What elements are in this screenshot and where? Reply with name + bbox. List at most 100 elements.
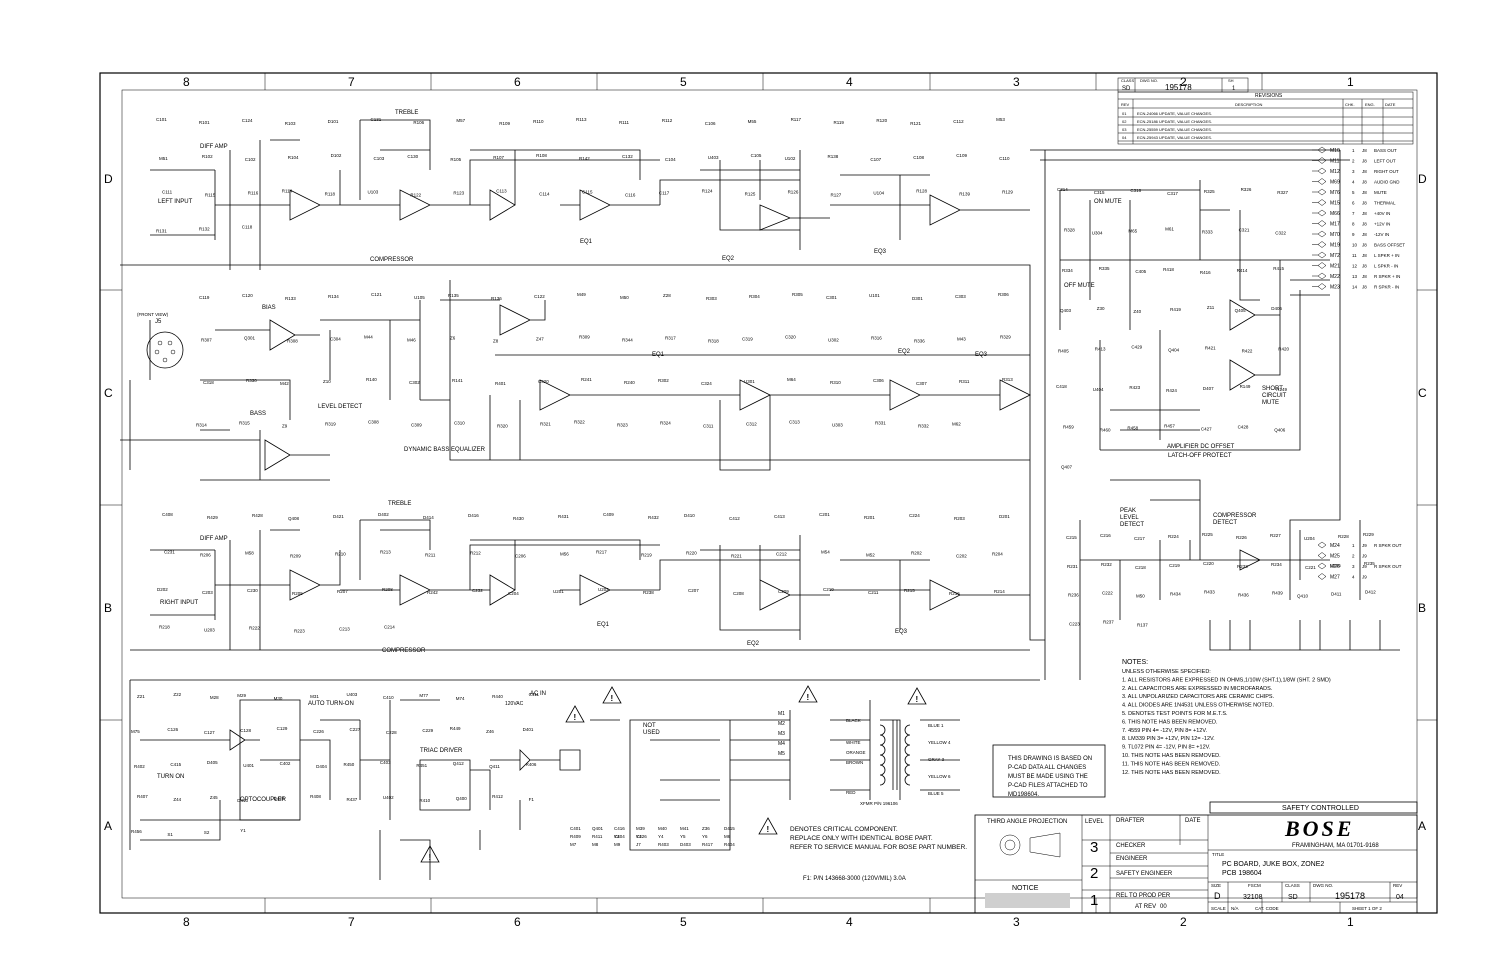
pcad-notice-line: MUST BE MADE USING THE [1008, 774, 1088, 780]
component-designator: R109 [499, 121, 510, 126]
component-designator: R307 [201, 338, 212, 343]
component-designator: R328 [1064, 227, 1075, 232]
component-designator: R115 [205, 193, 216, 198]
component-designator: C212 [776, 552, 787, 557]
component-designator: R106 [413, 120, 424, 125]
revision-column-header: DATE [1385, 102, 1396, 107]
component-designator: M50 [1136, 594, 1145, 599]
component-designator: C409 [603, 512, 614, 517]
component-designator: R123 [453, 191, 464, 196]
test-point-icon [1317, 178, 1327, 185]
component-designator: C308 [368, 420, 379, 425]
component-designator: Z11 [1207, 305, 1215, 310]
j8-pin-number: 9 [1352, 232, 1355, 237]
j8-ref: J8 [1362, 148, 1367, 153]
engineer-label: ENGINEER [1116, 856, 1148, 862]
component-designator: U101 [869, 293, 880, 298]
component-designator: R218 [159, 625, 170, 630]
component-designator: R214 [994, 589, 1005, 594]
test-point-icon [1317, 188, 1327, 196]
scale-label: SCALE [1211, 906, 1226, 911]
component-designator: R231 [1067, 564, 1078, 569]
label-eq2-top: EQ2 [722, 256, 735, 262]
component-designator: Z40 [1133, 309, 1141, 314]
component-designator: C202 [956, 554, 967, 559]
component-designator: C213 [339, 627, 350, 632]
component-designator: R213 [380, 550, 391, 555]
component-designator: R206 [200, 553, 211, 558]
component-designator: M53 [996, 117, 1005, 122]
header-sh-label: SH [1228, 78, 1234, 83]
drawing-frame [99, 72, 1438, 914]
component-designator: R142 [579, 156, 590, 161]
component-designator: D420 [274, 796, 285, 801]
component-designator: M75 [131, 729, 140, 734]
component-designator: R136 [491, 296, 502, 301]
j9-signal-label: R SPKR OUT [1374, 564, 1402, 569]
component-designator: R139 [959, 192, 970, 197]
component-designator: D406 [1271, 306, 1282, 311]
component-designator: C204 [508, 591, 519, 596]
component-designator: C303 [955, 294, 966, 299]
j8-signal-label: BASS OUT [1374, 148, 1397, 153]
label-treble-bot: TREBLE [388, 501, 411, 507]
component-designator: D416 [468, 513, 479, 518]
component-designator: M42 [280, 381, 289, 386]
component-designator: Z21 [137, 694, 145, 699]
component-designator: U404 [1093, 387, 1104, 392]
title-label: TITLE [1212, 852, 1224, 857]
component-designator: C228 [386, 730, 397, 735]
zone-col-top: 4 [846, 75, 853, 89]
component-designator: R228 [1338, 534, 1349, 539]
component-designator: R249 [1276, 387, 1287, 392]
j8-ref: J8 [1362, 201, 1367, 206]
component-designator: Q408 [288, 516, 300, 521]
test-point-icon [1317, 230, 1327, 238]
component-designator: Y4 [658, 834, 664, 839]
label-level-detect: LEVEL DETECT [318, 404, 362, 410]
schematic-wiring [120, 119, 1400, 880]
note-line: 4. ALL DIODES ARE 1N4531 UNLESS OTHERWIS… [1122, 703, 1274, 709]
label-diff-amp-bot: DIFF AMP [200, 536, 228, 542]
j9-pin-number: 3 [1352, 564, 1355, 569]
header-class-value: SD [1122, 86, 1131, 92]
fscm-value: 32108 [1243, 894, 1263, 901]
label-eq2-mid: EQ2 [898, 349, 911, 355]
component-designator: Q401 [592, 826, 604, 831]
component-designator: C122 [534, 294, 545, 299]
j8-test-point: M23 [1330, 285, 1340, 291]
component-designator: C416 [614, 826, 625, 831]
component-designator: C115 [582, 190, 593, 195]
level-3: 3 [1090, 839, 1098, 856]
component-designator: C209 [778, 589, 789, 594]
component-designator: Y6 [702, 834, 708, 839]
component-designator: C108 [913, 155, 924, 160]
j9-test-point: M24 [1330, 543, 1340, 549]
label-turn-on: TURN ON [157, 774, 184, 780]
j8-test-point: M66 [1330, 211, 1340, 217]
j8-signal-label: +12V IN [1374, 222, 1390, 227]
component-designator: R436 [1238, 593, 1249, 598]
component-designator: R242 [427, 590, 438, 595]
component-designator: R125 [745, 192, 756, 197]
j8-pin-number: 12 [1352, 264, 1358, 269]
label-compressor-top: COMPRESSOR [370, 257, 414, 263]
component-designator: R235 [1364, 561, 1375, 566]
component-designator: R329 [1000, 335, 1011, 340]
j8-ref: J8 [1362, 211, 1367, 216]
component-designator: C104 [665, 157, 676, 162]
component-designator: R437 [347, 797, 358, 802]
component-designator: R128 [916, 189, 927, 194]
note-line: 12. THIS NOTE HAS BEEN REMOVED. [1122, 770, 1221, 776]
warning-triangle-icon [602, 686, 622, 704]
component-designator: R322 [574, 420, 585, 425]
component-designator: D401 [523, 727, 534, 732]
note-line: 6. THIS NOTE HAS BEEN REMOVED. [1122, 719, 1218, 725]
label-off-mute: OFF MUTE [1064, 283, 1095, 289]
revision-number: 02 [1122, 119, 1127, 124]
j8-signal-label: THERMAL [1374, 201, 1396, 206]
pcad-notice-line: P-CAD DATA ALL CHANGES [1008, 765, 1086, 771]
component-designator: C427 [1201, 426, 1212, 431]
